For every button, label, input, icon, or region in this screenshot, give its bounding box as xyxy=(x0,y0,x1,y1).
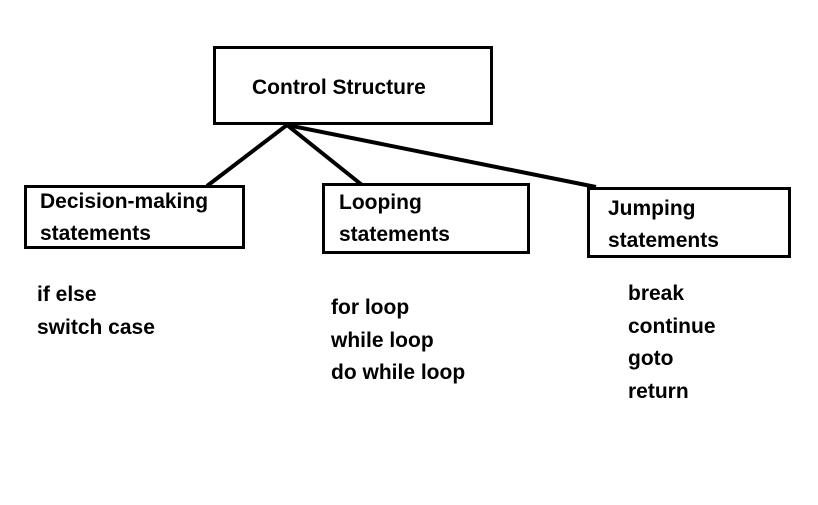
jumping-statements-list: break continue goto return xyxy=(628,278,716,408)
list-item-break: break xyxy=(628,282,685,305)
connector-to-jumping xyxy=(286,123,597,189)
list-item-do-while-loop: do while loop xyxy=(331,361,466,384)
looping-statements-list: for loop while loop do while loop xyxy=(331,292,465,390)
looping-node-line1: Looping xyxy=(339,191,422,214)
looping-node-label: Looping statements xyxy=(339,187,450,251)
list-item-continue: continue xyxy=(628,314,716,338)
jumping-node-box xyxy=(587,187,791,258)
list-item-goto: goto xyxy=(628,347,674,370)
decision-node-label: Decision-making statements xyxy=(40,186,208,250)
list-item-switch-case: switch case xyxy=(37,315,155,339)
decision-node-line2: statements xyxy=(40,222,151,245)
jumping-node-line1: Jumping xyxy=(608,197,696,220)
jumping-node-line2: statements xyxy=(608,229,719,252)
decision-node-line1: Decision-making xyxy=(40,190,209,213)
connector-to-decision xyxy=(205,123,289,188)
list-item-while-loop: while loop xyxy=(331,328,434,352)
decision-statements-list: if else switch case xyxy=(37,279,155,344)
connector-to-looping xyxy=(285,123,364,187)
jumping-node-label: Jumping statements xyxy=(608,193,719,257)
root-node-box xyxy=(213,46,493,125)
decision-node-box xyxy=(24,185,245,249)
looping-node-box xyxy=(322,183,530,254)
list-item-for-loop: for loop xyxy=(331,296,410,319)
list-item-return: return xyxy=(628,379,689,403)
root-node-label: Control Structure xyxy=(252,76,426,99)
looping-node-line2: statements xyxy=(339,223,450,246)
list-item-if-else: if else xyxy=(37,283,97,306)
